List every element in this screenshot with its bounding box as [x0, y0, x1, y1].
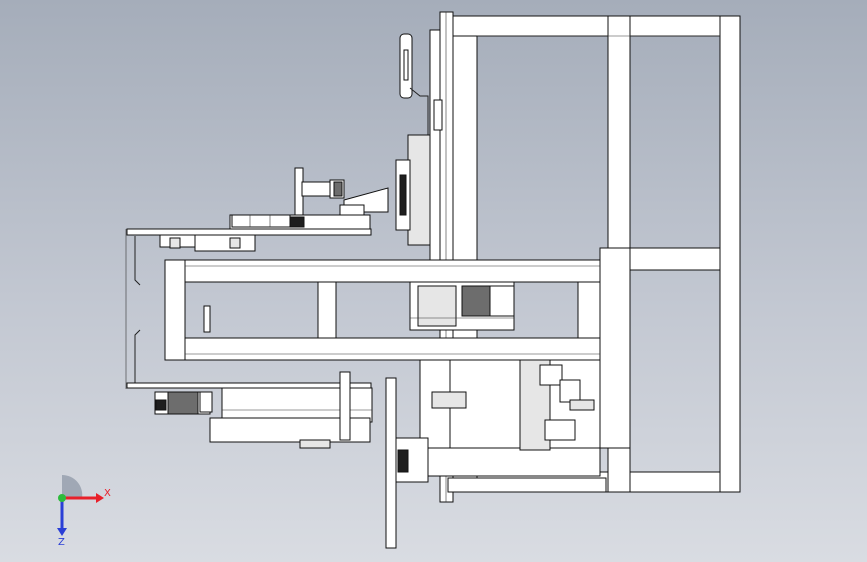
z-axis-label: Z	[58, 537, 65, 548]
coordinate-triad: X Z	[57, 474, 111, 548]
y-axis-dot	[58, 494, 66, 502]
center-motor	[409, 281, 515, 331]
z-axis-arrowhead	[57, 528, 67, 536]
upper-slide-assembly	[126, 167, 389, 252]
lower-slide-assembly	[126, 371, 373, 449]
x-axis-arrowhead	[96, 493, 104, 503]
horizontal-beams	[125, 229, 601, 389]
lower-right-assembly	[385, 359, 607, 549]
x-axis-label: X	[104, 488, 111, 499]
upper-mount-plate	[395, 29, 443, 261]
